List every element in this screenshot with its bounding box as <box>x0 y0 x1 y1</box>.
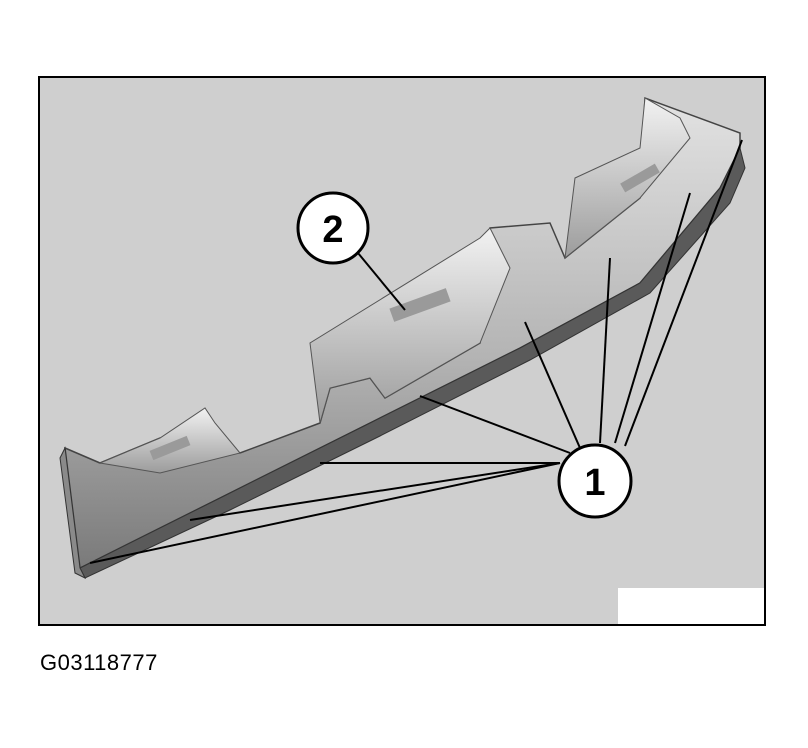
corner-blank-box <box>618 588 764 624</box>
illustration-frame: 1 2 <box>38 76 766 626</box>
bumper-left-end <box>59 446 87 580</box>
callout-1-leaders <box>89 139 743 564</box>
callout-1-label: 1 <box>584 462 605 504</box>
center-housing <box>309 227 511 424</box>
bumper-illustration: 1 2 <box>59 96 746 580</box>
bumper-lower-edge <box>79 146 746 579</box>
housing-slot <box>389 288 451 322</box>
right-housing <box>564 97 691 260</box>
callout-2: 2 <box>296 191 370 265</box>
figure-id: G03118777 <box>40 650 158 675</box>
callout-2-label: 2 <box>322 209 343 251</box>
housing-slot <box>620 163 660 193</box>
left-housing <box>98 407 241 474</box>
callout-2-leader <box>357 252 406 311</box>
callout-1: 1 <box>557 443 633 519</box>
housing-slot <box>149 435 191 461</box>
